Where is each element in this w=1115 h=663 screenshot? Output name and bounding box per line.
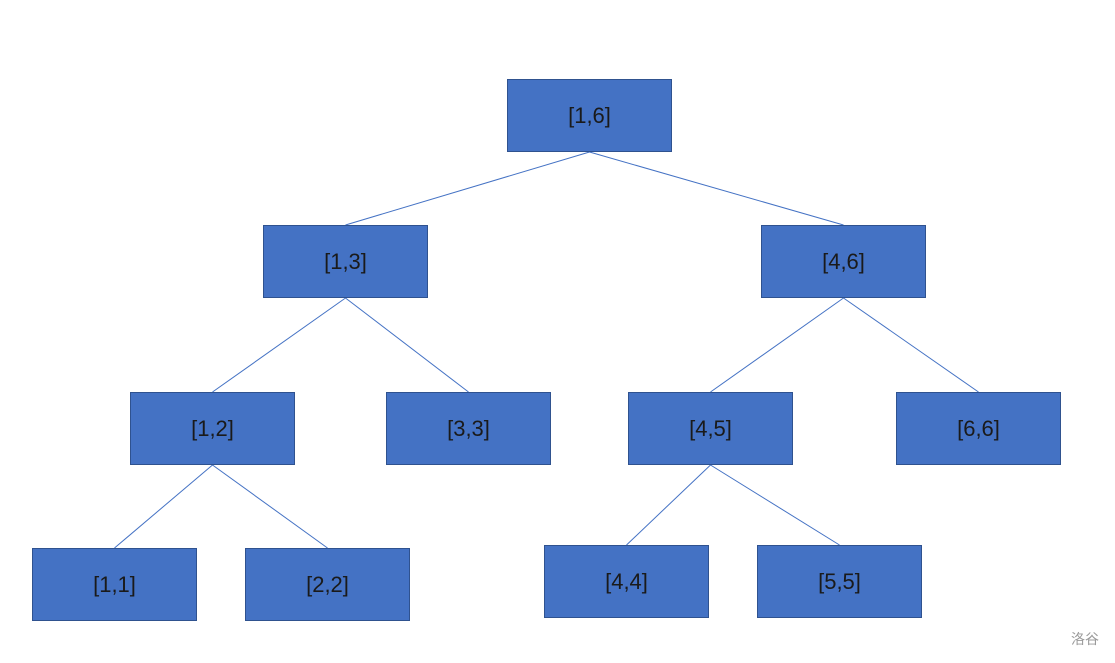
node-2-2: [2,2] xyxy=(245,548,410,621)
node-label: [1,6] xyxy=(568,102,611,128)
edge-root-n46 xyxy=(589,151,844,226)
node-4-6: [4,6] xyxy=(761,225,926,298)
node-4-5: [4,5] xyxy=(628,392,793,465)
node-1-6: [1,6] xyxy=(507,79,672,152)
edge-n46-n45 xyxy=(710,297,844,393)
edge-n13-n33 xyxy=(345,297,469,393)
node-label: [1,1] xyxy=(93,571,136,597)
node-1-2: [1,2] xyxy=(130,392,295,465)
node-6-6: [6,6] xyxy=(896,392,1061,465)
edge-n46-n66 xyxy=(843,297,979,393)
edge-root-n13 xyxy=(345,151,590,226)
node-3-3: [3,3] xyxy=(386,392,551,465)
node-label: [1,3] xyxy=(324,248,367,274)
node-label: [5,5] xyxy=(818,568,861,594)
edge-n13-n12 xyxy=(212,297,346,393)
edge-n45-n44 xyxy=(626,464,711,546)
node-label: [4,5] xyxy=(689,415,732,441)
node-1-3: [1,3] xyxy=(263,225,428,298)
node-label: [6,6] xyxy=(957,415,1000,441)
node-label: [3,3] xyxy=(447,415,490,441)
node-label: [4,6] xyxy=(822,248,865,274)
node-1-1: [1,1] xyxy=(32,548,197,621)
node-label: [2,2] xyxy=(306,571,349,597)
edge-n45-n55 xyxy=(710,464,840,546)
node-5-5: [5,5] xyxy=(757,545,922,618)
node-label: [4,4] xyxy=(605,568,648,594)
edge-n12-n22 xyxy=(212,464,328,549)
edge-n12-n11 xyxy=(114,464,213,549)
watermark-text: 洛谷 xyxy=(1071,631,1099,647)
node-4-4: [4,4] xyxy=(544,545,709,618)
node-label: [1,2] xyxy=(191,415,234,441)
